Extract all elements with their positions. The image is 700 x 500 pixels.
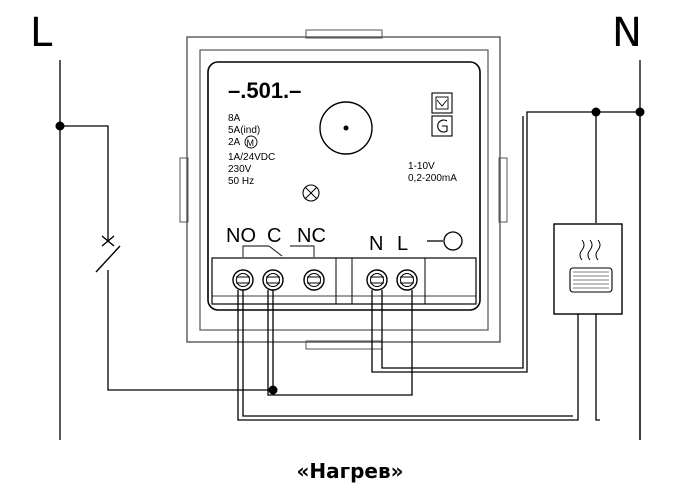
terminal-label-c: C <box>267 225 281 247</box>
spec-inductive: 5A(ind) <box>228 125 260 136</box>
relay-contact-symbol <box>242 245 315 257</box>
wire-no-to-heater <box>237 290 579 421</box>
ground-icon <box>427 231 463 251</box>
device-frame <box>179 29 508 350</box>
spec-frequency: 50 Hz <box>228 176 254 187</box>
terminal-screw-l <box>396 269 418 291</box>
terminal-screw-nc <box>303 269 325 291</box>
terminal-label-n: N <box>369 233 383 255</box>
analog-current: 0,2-200mA <box>408 173 457 184</box>
heater-icon <box>553 223 623 315</box>
terminal-screw-c <box>262 269 284 291</box>
spec-voltage: 230V <box>228 164 252 175</box>
motor-symbol: M <box>247 138 255 148</box>
terminal-label-no: NO <box>226 225 256 247</box>
terminal-screw-n <box>366 269 388 291</box>
potentiometer-icon <box>319 101 373 155</box>
terminal-label-nc: NC <box>297 225 326 247</box>
analog-voltage: 1-10V <box>408 161 435 172</box>
wire-n-to-neutral <box>371 111 640 373</box>
double-insulation-icon <box>431 92 453 114</box>
spec-motor: 2A <box>228 137 241 148</box>
spec-current: 8A <box>228 113 241 124</box>
wire-switched-line <box>60 125 274 391</box>
motor-icon: M <box>244 135 258 149</box>
certification-icon <box>431 115 453 137</box>
model-number: –.501.– <box>228 78 301 103</box>
terminal-block <box>211 257 477 305</box>
line-label: L <box>30 10 53 56</box>
spec-dc: 1A/24VDC <box>228 152 275 163</box>
terminal-label-l: L <box>397 233 408 255</box>
neutral-label: N <box>612 10 642 56</box>
wire-no-to-heater-inner <box>242 290 573 417</box>
diagram-caption: «Нагрев» <box>296 459 403 483</box>
wire-common-to-l <box>267 290 413 396</box>
switch-icon <box>95 235 121 273</box>
lamp-icon <box>302 184 320 202</box>
terminal-screw-no <box>232 269 254 291</box>
device-body <box>207 61 481 311</box>
wire-heater-to-neutral <box>595 112 641 440</box>
